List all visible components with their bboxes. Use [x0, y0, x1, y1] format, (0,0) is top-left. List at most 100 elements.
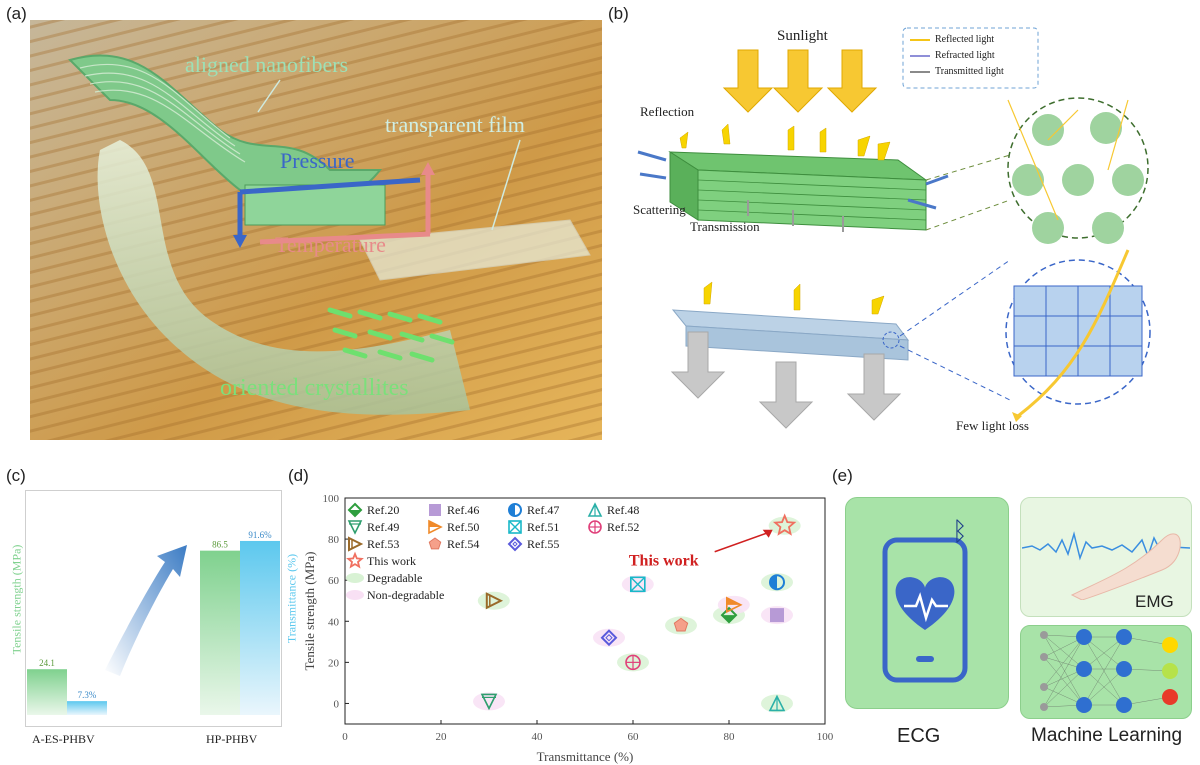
fiber-tube [97, 140, 470, 415]
neural-network-icon [1040, 629, 1178, 713]
emg-label: EMG [1135, 592, 1174, 611]
panel-a-image [30, 20, 602, 440]
legend-label-ref-53: Ref.53 [367, 537, 399, 551]
marker-ref-55 [507, 536, 523, 552]
reflection-label: Reflection [640, 104, 695, 119]
legend-label-ref-50: Ref.50 [447, 520, 479, 534]
x-tick-label: 20 [436, 731, 448, 743]
x-axis-label: Transmittance (%) [537, 749, 634, 764]
neutral-face-icon [1162, 663, 1178, 679]
marker-ref-47-fill [509, 504, 515, 516]
bluetooth-icon: ᛒ [952, 517, 968, 546]
c-ylabel-left: Tensile strength (MPa) [9, 544, 24, 655]
transmission-label: Transmission [690, 219, 760, 234]
marker-this-work [346, 551, 364, 569]
legend-degradable-swatch [346, 573, 364, 583]
legend-label-ref-20: Ref.20 [367, 503, 399, 517]
marker-ref-20-fill [349, 510, 361, 516]
ecg-label: ECG [897, 725, 941, 747]
marker-ref-54 [428, 537, 442, 550]
temperature-label: Temperature [275, 232, 386, 257]
marker-ref-54 [673, 617, 689, 632]
bar-value-label: 24.1 [39, 658, 55, 668]
c-xtick-1: A-ES-PHBV [32, 732, 95, 746]
marker-ref-50-fill [726, 597, 741, 605]
oriented-crystallites [327, 307, 455, 363]
phone-ecg-icon: ᛒ [882, 517, 968, 683]
y-tick-label: 0 [334, 698, 340, 710]
marker-ref-49 [480, 693, 498, 711]
marker-ref-51-x2 [508, 520, 522, 534]
legend-label-ref-49: Ref.49 [367, 520, 399, 534]
legend-label-ref-46: Ref.46 [447, 503, 479, 517]
bar-value-label: 91.6% [248, 530, 272, 540]
panel-c-frame [25, 490, 282, 727]
legend-label-ref-51: Ref.51 [527, 520, 559, 534]
fiber-rendering-illustration [30, 20, 602, 440]
happy-face-icon [1162, 637, 1178, 653]
marker-ref-53 [485, 592, 504, 610]
legend-transmitted: Transmitted light [935, 66, 1004, 77]
x-tick-label: 80 [724, 731, 736, 743]
y-tick-label: 40 [328, 616, 340, 628]
y-axis-label: Tensile strength (MPa) [302, 552, 317, 671]
bar-value-label: 7.3% [78, 690, 97, 700]
emg-waveform [1022, 531, 1190, 600]
legend-label-ref-54: Ref.54 [447, 537, 479, 551]
marker-ref-51-x2 [630, 576, 646, 592]
y-tick-label: 20 [328, 657, 340, 669]
bar-chart-strength-transmittance: 24.1 7.3% 86.5 91.6% [27, 530, 280, 715]
arm-illustration [1070, 533, 1181, 600]
scatter-plot-frame [344, 497, 826, 725]
group-background-blob [477, 591, 510, 610]
marker-ref-47-fill [770, 575, 777, 590]
marker-ref-50-fill [429, 521, 441, 527]
increase-arrow [105, 545, 187, 676]
temperature-arrow [259, 231, 431, 245]
group-background-blob [768, 516, 801, 535]
panel-b-label: (b) [608, 4, 629, 23]
marker-ref-53 [348, 536, 364, 552]
aligned-nanofibers-label: aligned nanofibers [185, 52, 349, 77]
x-tick-label: 60 [628, 731, 640, 743]
marker-ref-51 [629, 576, 646, 593]
group-background-blob [593, 628, 625, 647]
machine-learning-label: Machine Learning [1031, 725, 1183, 746]
sunlight-arrows [722, 49, 878, 113]
legend-label-non-degradable: Non-degradable [367, 588, 444, 602]
marker-ref-20-fill [722, 615, 736, 623]
marker-ref-51 [508, 520, 522, 534]
transparent-film-label: transparent film [385, 112, 525, 137]
heart-icon [895, 577, 955, 630]
light-legend [902, 27, 1039, 89]
bar-A-ES-PHBV-0 [27, 669, 67, 715]
this-work-annotation: This work [629, 553, 699, 570]
legend-label-ref-48: Ref.48 [607, 503, 639, 517]
legend-label-ref-52: Ref.52 [607, 520, 639, 534]
marker-ref-55 [600, 629, 618, 647]
legend-label-this-work: This work [367, 554, 416, 568]
marker-this-work [772, 513, 797, 536]
legend-label-ref-55: Ref.55 [527, 537, 559, 551]
annotation-arrowhead [762, 529, 773, 538]
bar-A-ES-PHBV-1 [67, 701, 107, 715]
panel-a-label: (a) [6, 4, 27, 23]
bar-value-label: 86.5 [212, 540, 228, 550]
sad-face-icon [1162, 689, 1178, 705]
panel-d-label: (d) [288, 466, 309, 485]
panel-e-label: (e) [832, 466, 853, 485]
scattering-label: Scattering [633, 202, 686, 217]
x-tick-label: 0 [342, 731, 348, 743]
marker-ref-49 [347, 520, 363, 535]
oriented-crystallites-label: oriented crystallites [220, 375, 409, 401]
legend-nondegradable-swatch [346, 590, 364, 600]
panel-c-label: (c) [6, 466, 26, 485]
c-xtick-2: HP-PHBV [206, 732, 258, 746]
x-tick-label: 100 [817, 731, 834, 743]
y-tick-label: 60 [328, 575, 340, 587]
legend-label-degradable: Degradable [367, 571, 422, 585]
x-tick-label: 40 [532, 731, 544, 743]
annotation-arrow [714, 531, 771, 553]
few-light-loss-label: Few light loss [956, 418, 1029, 433]
